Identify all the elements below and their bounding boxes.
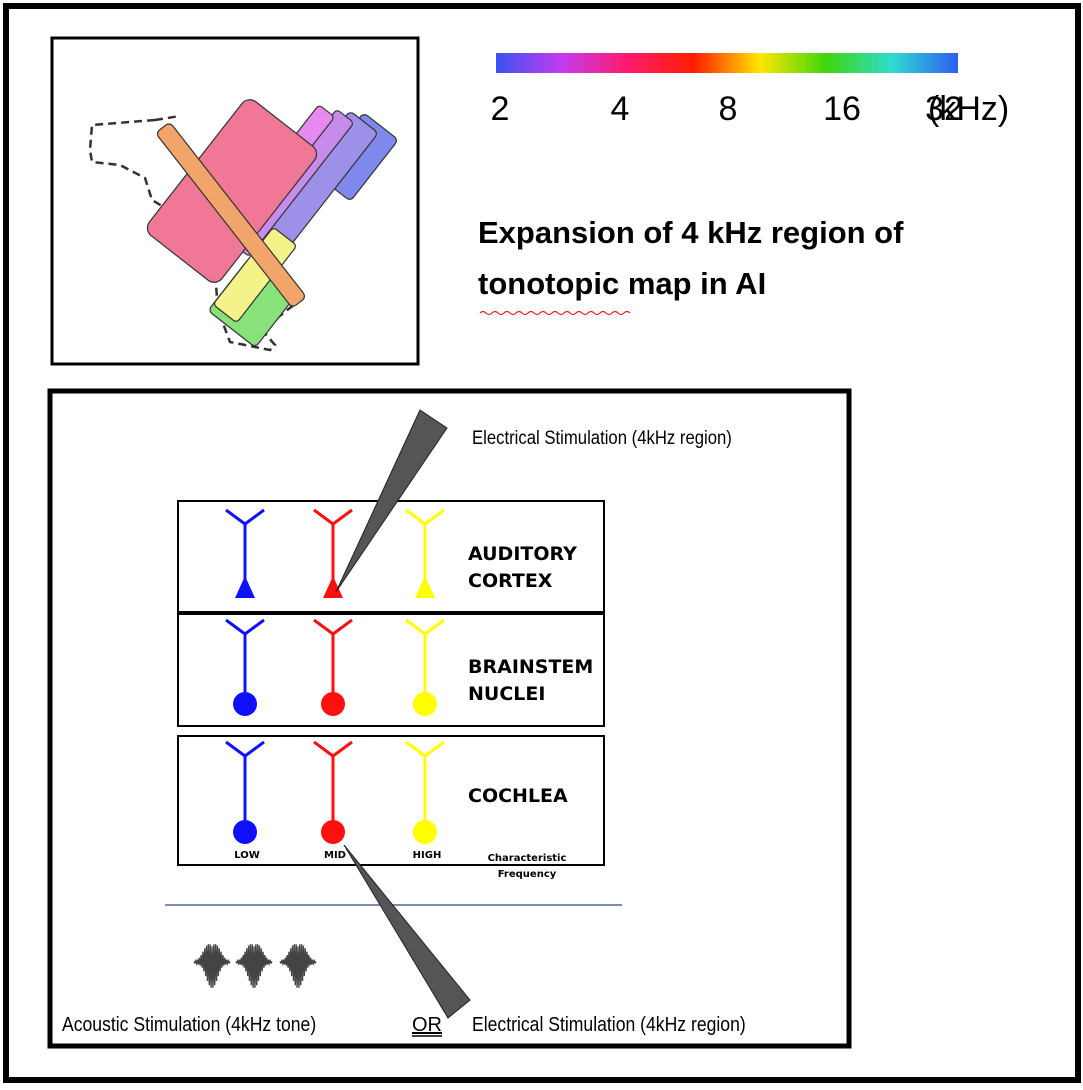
spellcheck-squiggle (479, 310, 631, 316)
neuron-cochlea-mid (313, 740, 353, 844)
tone-burst-1 (193, 944, 231, 988)
colorbar-gradient (496, 53, 958, 73)
frequency-colorbar: 2 4 8 16 32 (kHz) (491, 53, 1009, 128)
freq-label-low: LOW (234, 850, 260, 861)
top-stimulation-label: Electrical Stimulation (4kHz region) (472, 427, 732, 448)
layer-label-brainstem-1: BRAINSTEM (468, 656, 593, 678)
neuron-grid (225, 508, 445, 844)
colorbar-tick-labels: 2 4 8 16 32 (491, 90, 963, 128)
tone-burst-3 (279, 944, 317, 988)
neuron-cochlea-high (405, 740, 445, 844)
layer-label-cochlea: COCHLEA (468, 785, 568, 807)
map-title-underlined-word: tonotopic (478, 266, 619, 301)
cf-label-line2: Frequency (498, 869, 557, 880)
colorbar-tick-4: 4 (611, 90, 630, 128)
or-label: OR (412, 1014, 442, 1036)
tonotopic-map-panel (50, 36, 420, 366)
band-stimulated-orange (156, 123, 306, 307)
colorbar-unit: (kHz) (928, 90, 1009, 128)
bottom-electrical-stimulation-label: Electrical Stimulation (4kHz region) (472, 1013, 746, 1035)
neuron-brainstem-mid (313, 618, 353, 716)
colorbar-tick-16: 16 (823, 90, 861, 128)
band-3khz-yellow (214, 228, 296, 322)
cochlea-electrode (343, 844, 471, 1019)
tonotopic-bands (146, 99, 397, 347)
freq-label-mid: MID (324, 850, 346, 861)
map-title-line2: tonotopic map in AI (478, 266, 766, 301)
colorbar-tick-2: 2 (491, 90, 510, 128)
freq-label-high: HIGH (413, 850, 442, 861)
map-title: Expansion of 4 kHz region of tonotopic m… (478, 215, 904, 316)
neuron-brainstem-low (225, 618, 265, 716)
layer-label-cortex-2: CORTEX (468, 570, 553, 592)
frequency-labels: LOW MID HIGH Characteristic Frequency (234, 850, 566, 880)
neuron-cortex-low (225, 508, 265, 598)
diagram-panel-frame (47, 388, 852, 1049)
colorbar-tick-8: 8 (719, 90, 738, 128)
pathway-diagram-panel: Electrical Stimulation (4kHz region) AUD… (47, 388, 852, 1049)
acoustic-stimulation-label: Acoustic Stimulation (4kHz tone) (62, 1013, 316, 1035)
acoustic-waveform (193, 944, 317, 988)
layer-box-cochlea (177, 735, 605, 866)
neuron-brainstem-high (405, 618, 445, 716)
layer-label-brainstem-2: NUCLEI (468, 683, 545, 705)
neuron-cochlea-low (225, 740, 265, 844)
map-title-line2-rest: map in AI (628, 266, 766, 301)
layer-box-brainstem (177, 613, 605, 727)
layer-labels: AUDITORY CORTEX BRAINSTEM NUCLEI COCHLEA (468, 543, 593, 807)
tone-burst-2 (235, 944, 273, 988)
neuron-cortex-mid (313, 508, 353, 598)
neuron-cortex-high (405, 508, 445, 598)
layer-label-cortex-1: AUDITORY (468, 543, 577, 565)
colorbar-tick-32: 32 (925, 90, 963, 128)
cortex-electrode (335, 409, 448, 593)
cf-label-line1: Characteristic (488, 853, 567, 864)
map-title-line1: Expansion of 4 kHz region of (478, 215, 904, 250)
